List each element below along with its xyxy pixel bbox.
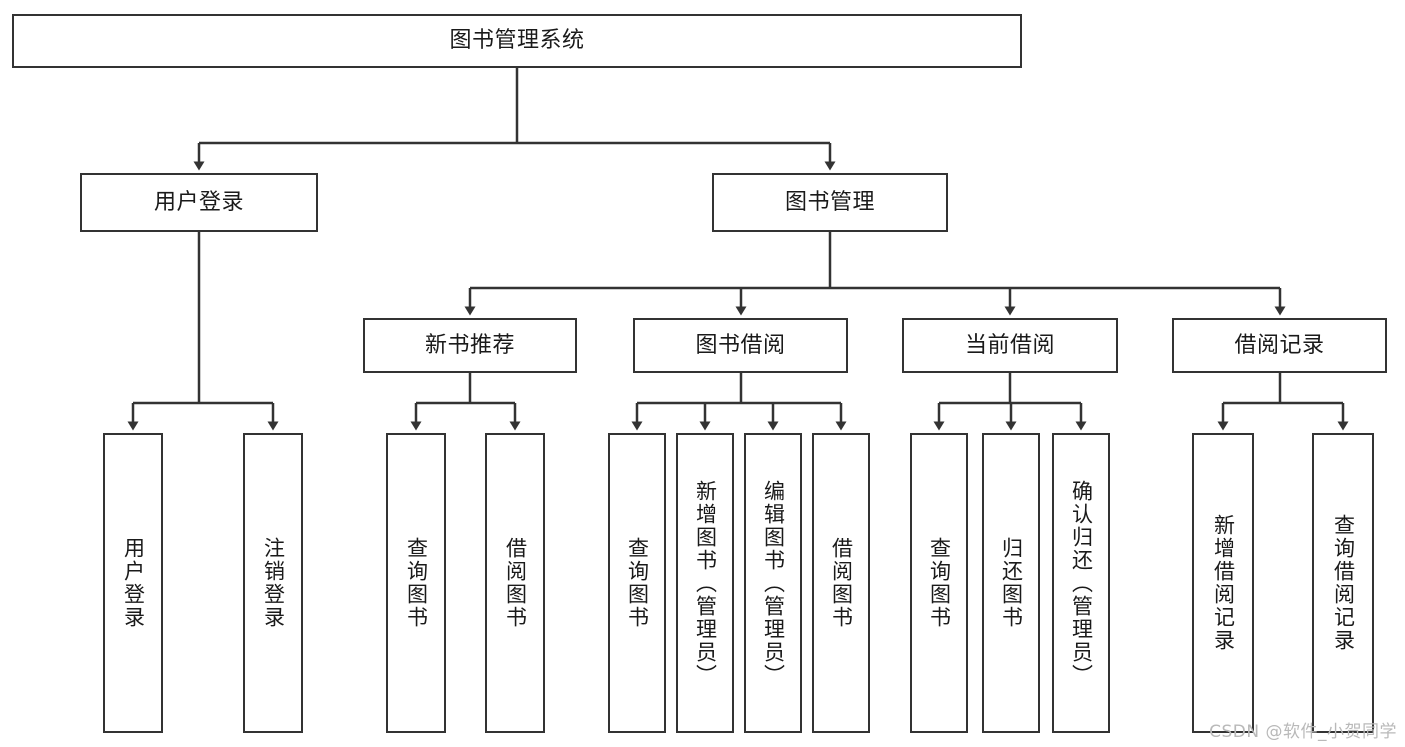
node-label: 用户登录 bbox=[121, 537, 146, 629]
node-borrow[interactable]: 图书借阅 bbox=[633, 318, 848, 373]
node-label: 编辑图书（管理员） bbox=[761, 479, 786, 687]
node-l-borrow1[interactable]: 借阅图书 bbox=[485, 433, 545, 733]
node-l-queryrec[interactable]: 查询借阅记录 bbox=[1312, 433, 1374, 733]
node-l-return[interactable]: 归还图书 bbox=[982, 433, 1040, 733]
node-label: 归还图书 bbox=[999, 537, 1024, 629]
node-l-edit[interactable]: 编辑图书（管理员） bbox=[744, 433, 802, 733]
node-label: 确认归还（管理员） bbox=[1069, 479, 1094, 687]
node-label: 借阅图书 bbox=[829, 537, 854, 629]
node-label: 新增图书（管理员） bbox=[693, 479, 718, 687]
node-label: 查询借阅记录 bbox=[1331, 514, 1356, 652]
node-root[interactable]: 图书管理系统 bbox=[12, 14, 1022, 68]
node-l-query3[interactable]: 查询图书 bbox=[910, 433, 968, 733]
node-newbook[interactable]: 新书推荐 bbox=[363, 318, 577, 373]
node-login[interactable]: 用户登录 bbox=[80, 173, 318, 232]
node-label: 查询图书 bbox=[404, 537, 429, 629]
node-label: 注销登录 bbox=[261, 537, 286, 629]
node-label: 查询图书 bbox=[927, 537, 952, 629]
node-label: 图书管理 bbox=[784, 189, 875, 215]
watermark-label: CSDN @软件_小贺同学 bbox=[1209, 722, 1397, 742]
node-l-login[interactable]: 用户登录 bbox=[103, 433, 163, 733]
node-label: 当前借阅 bbox=[964, 332, 1055, 358]
node-bookmgmt[interactable]: 图书管理 bbox=[712, 173, 948, 232]
node-label: 借阅记录 bbox=[1234, 332, 1325, 358]
node-l-query1[interactable]: 查询图书 bbox=[386, 433, 446, 733]
node-label: 用户登录 bbox=[153, 189, 244, 215]
node-label: 图书借阅 bbox=[695, 332, 786, 358]
node-l-confirm[interactable]: 确认归还（管理员） bbox=[1052, 433, 1110, 733]
node-l-logout[interactable]: 注销登录 bbox=[243, 433, 303, 733]
node-l-addrec[interactable]: 新增借阅记录 bbox=[1192, 433, 1254, 733]
node-l-add[interactable]: 新增图书（管理员） bbox=[676, 433, 734, 733]
node-label: 借阅图书 bbox=[503, 537, 528, 629]
node-label: 图书管理系统 bbox=[449, 28, 585, 54]
node-label: 新增借阅记录 bbox=[1211, 514, 1236, 652]
node-l-borrow2[interactable]: 借阅图书 bbox=[812, 433, 870, 733]
node-label: 新书推荐 bbox=[424, 332, 515, 358]
node-label: 查询图书 bbox=[625, 537, 650, 629]
node-current[interactable]: 当前借阅 bbox=[902, 318, 1118, 373]
node-l-query2[interactable]: 查询图书 bbox=[608, 433, 666, 733]
node-records[interactable]: 借阅记录 bbox=[1172, 318, 1387, 373]
